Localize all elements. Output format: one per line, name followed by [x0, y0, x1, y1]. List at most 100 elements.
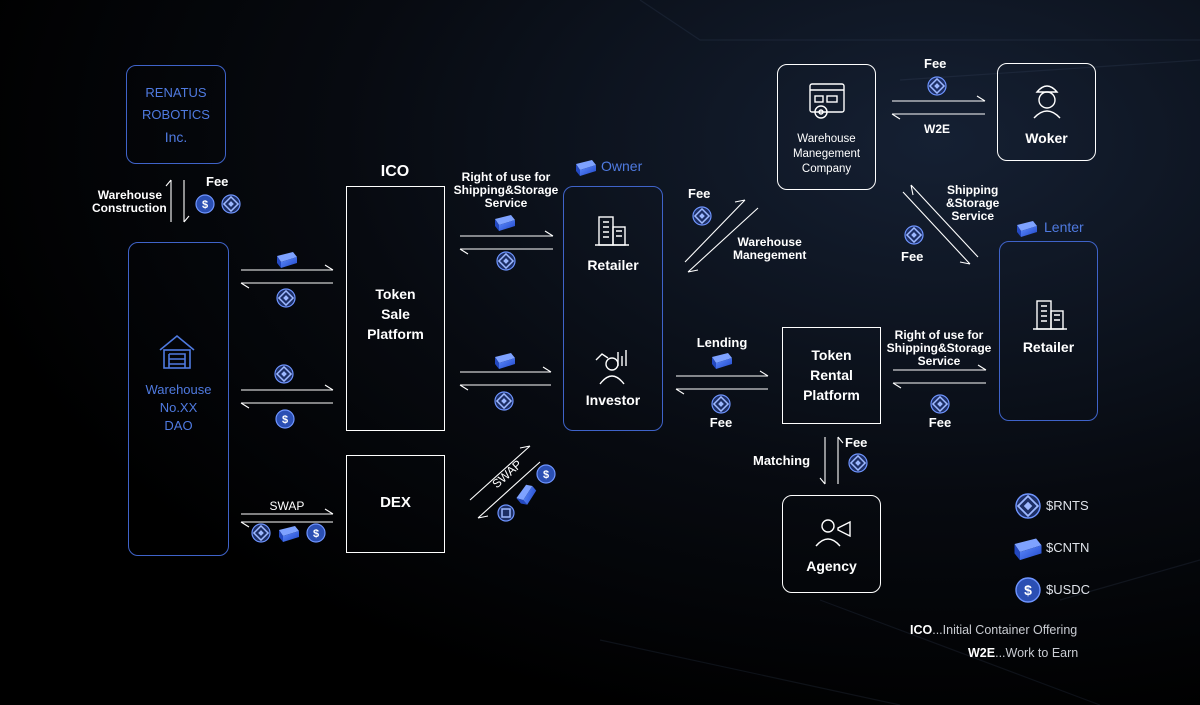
wc-line1: Warehouse — [97, 188, 162, 202]
lenter-tag: Lenter — [1044, 219, 1084, 235]
svg-text:$: $ — [1024, 582, 1032, 598]
w2e-label: W2E — [924, 122, 951, 136]
legend-rnts-label: $RNTS — [1046, 498, 1089, 513]
warehouse-construction-label: Warehouse Construction — [92, 188, 167, 216]
rnts-token-icon — [904, 225, 924, 245]
token-sale-platform-node[interactable]: Token Sale Platform — [346, 186, 445, 431]
rnts-token-icon — [274, 364, 294, 384]
renatus-line1: RENATUS — [145, 85, 207, 100]
cntn-container-icon — [576, 160, 596, 176]
legend-usdc-label: $USDC — [1046, 582, 1091, 597]
svg-text:$: $ — [313, 528, 319, 540]
legend-cntn-label: $CNTN — [1046, 540, 1090, 555]
usdc-coin-icon: $ — [275, 409, 295, 429]
svg-text:$: $ — [282, 414, 288, 426]
token-sale-line1: Token — [375, 286, 416, 302]
dex-node[interactable]: DEX — [346, 455, 445, 553]
rou1-line3: Service — [484, 196, 528, 211]
woker-label: Woker — [1025, 130, 1068, 146]
agency-node[interactable]: Agency — [782, 495, 881, 593]
ss-line3: Service — [951, 209, 995, 224]
retailer-owner-label: Retailer — [587, 257, 639, 273]
rnts-token-icon — [711, 394, 731, 414]
rnts-token-icon — [221, 194, 241, 214]
right-of-use-1-label: Right of use for Shipping&Storage Servic… — [453, 170, 559, 211]
rnts-token-icon — [692, 206, 712, 226]
rou2-line1: Right of use for — [894, 328, 984, 342]
fee-renatus-label: Fee — [206, 174, 229, 189]
lenter-retailer-node[interactable]: Retailer — [999, 241, 1098, 421]
footnote-w2e-desc: ...Work to Earn — [995, 646, 1079, 660]
agency-label: Agency — [806, 558, 857, 574]
wm-line1: Warehouse — [737, 235, 802, 249]
rou2-line2: Shipping&Storage — [886, 341, 992, 356]
arrows — [165, 95, 987, 528]
ico-title: ICO — [380, 163, 410, 180]
cntn-container-icon — [495, 353, 515, 369]
warehouse-dao-node[interactable]: Warehouse No.XX DAO — [128, 242, 229, 556]
background-decor — [599, 0, 1200, 705]
warehouse-management-label: Warehouse Manegement — [733, 235, 806, 262]
cntn-container-icon — [279, 526, 299, 542]
warehouse-management-company-node[interactable]: Warehouse Manegement Company — [777, 64, 876, 190]
token-icons: $ $ $ $ — [195, 76, 1042, 603]
dao-line1: Warehouse — [145, 382, 212, 397]
rnts-token-icon — [276, 288, 296, 308]
usdc-coin-icon: $ — [306, 523, 326, 543]
fee-ss-label: Fee — [901, 249, 924, 264]
token-rental-line1: Token — [811, 347, 852, 363]
rou1-line2: Shipping&Storage — [453, 183, 559, 198]
building-icon — [595, 216, 629, 246]
fee-w2e-label: Fee — [924, 56, 947, 71]
footnote-ico: ICO...Initial Container Offering — [910, 623, 1077, 637]
token-rental-line2: Rental — [810, 367, 853, 383]
wmc-line2: Manegement — [792, 148, 861, 160]
rnts-token-icon — [848, 453, 868, 473]
rnts-token-icon — [251, 523, 271, 543]
usdc-coin-icon: $ — [195, 194, 215, 214]
rnts-token-icon — [1015, 493, 1041, 519]
owner-group-node[interactable]: Retailer Investor — [563, 186, 663, 431]
renatus-line3: Inc. — [164, 129, 188, 145]
footnote-w2e-term: W2E — [968, 646, 996, 660]
dao-line2: No.XX — [159, 400, 198, 415]
wmc-line1: Warehouse — [797, 133, 856, 145]
dex-label: DEX — [380, 494, 411, 511]
ss-line1: Shipping — [947, 183, 999, 197]
woker-node[interactable]: Woker — [997, 63, 1096, 161]
wc-line2: Construction — [92, 201, 167, 216]
building-icon — [1033, 300, 1067, 330]
owner-tag: Owner — [601, 158, 643, 174]
cntn-container-icon — [516, 484, 537, 505]
rnts-token-icon — [497, 504, 515, 522]
footnote-ico-desc: ...Initial Container Offering — [932, 623, 1078, 637]
fee-wm-label: Fee — [688, 186, 711, 201]
worker-icon — [1033, 85, 1061, 119]
svg-text:$: $ — [543, 469, 549, 481]
rnts-token-icon — [930, 394, 950, 414]
cntn-container-icon — [1014, 538, 1042, 561]
ss-line2: &Storage — [946, 196, 1000, 211]
investor-icon — [595, 350, 627, 385]
fee-rental-label: Fee — [928, 415, 952, 430]
fee-lending-label: Fee — [709, 415, 733, 430]
rou1-line1: Right of use for — [461, 170, 551, 184]
cntn-container-icon — [1017, 221, 1037, 237]
cntn-container-icon — [712, 353, 732, 369]
cntn-container-icon — [277, 252, 297, 268]
footnote-ico-term: ICO — [910, 623, 933, 637]
swap-left-label: SWAP — [269, 499, 305, 513]
usdc-coin-icon: $ — [536, 464, 556, 484]
rnts-token-icon — [496, 251, 516, 271]
token-sale-line3: Platform — [367, 326, 424, 342]
renatus-line2: ROBOTICS — [142, 107, 210, 122]
renatus-robotics-node[interactable]: RENATUS ROBOTICS Inc. — [126, 65, 226, 164]
warehouse-icon — [159, 334, 195, 369]
rnts-token-icon — [927, 76, 947, 96]
cntn-container-icon — [495, 215, 515, 231]
token-rental-platform-node[interactable]: Token Rental Platform — [782, 327, 881, 424]
lending-label: Lending — [696, 335, 748, 350]
rou2-line3: Service — [917, 354, 961, 369]
